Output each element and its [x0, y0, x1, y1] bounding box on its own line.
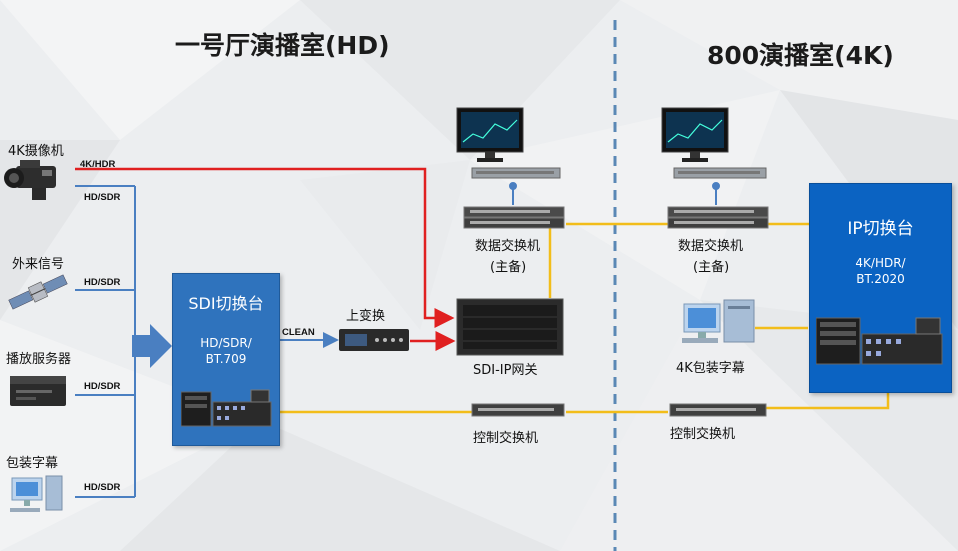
signal-hd-sdr-2: HD/SDR [84, 277, 121, 288]
left-data-switch-label-2: (主备) [490, 260, 527, 275]
signal-hd-sdr-3: HD/SDR [84, 381, 121, 392]
sdi-switcher-format-2: BT.709 [205, 352, 247, 366]
signal-clean: CLEAN [282, 327, 315, 338]
graphics-4k-label: 4K包装字幕 [676, 361, 745, 376]
ip-switcher-title: IP切换台 [847, 219, 914, 239]
sdi-ip-gateway-label: SDI-IP网关 [473, 363, 538, 378]
sdi-switcher-hardware-icon [181, 389, 272, 427]
left-studio-title: 一号厅演播室(HD) [175, 31, 390, 60]
satellite-icon [8, 274, 68, 310]
right-data-switch-label-1: 数据交换机 [678, 239, 744, 254]
right-studio-title: 800演播室(4K) [707, 41, 894, 70]
camera-label: 4K摄像机 [8, 144, 64, 159]
ip-switcher-format-1: 4K/HDR/ [855, 256, 906, 270]
ip-switcher-box: IP切换台 4K/HDR/ BT.2020 [809, 183, 952, 393]
left-data-switch-icon [463, 206, 565, 229]
upconverter-icon [339, 329, 409, 351]
signal-4k-hdr: 4K/HDR [80, 159, 116, 170]
camera-icon [4, 160, 56, 200]
graphics-workstation-icon [10, 475, 63, 512]
sdi-switcher-title: SDI切换台 [188, 294, 264, 313]
playout-server-label: 播放服务器 [6, 352, 72, 367]
sdi-switcher-format-1: HD/SDR/ [200, 336, 252, 350]
left-data-switch-label-1: 数据交换机 [475, 239, 541, 254]
external-signal-label: 外来信号 [12, 257, 65, 272]
right-kvm-icon [673, 167, 767, 179]
server-icon [10, 376, 66, 406]
left-control-switch-label: 控制交换机 [473, 431, 539, 446]
right-control-switch-label: 控制交换机 [670, 427, 736, 442]
ip-switcher-hardware-icon [816, 317, 943, 365]
graphics-label: 包装字幕 [6, 456, 59, 471]
ip-switcher-format-2: BT.2020 [856, 272, 905, 286]
right-monitor-icon [661, 107, 729, 162]
right-data-switch-icon [667, 206, 769, 229]
input-arrow [132, 324, 172, 368]
signal-hd-sdr-1: HD/SDR [84, 192, 121, 203]
left-monitor-icon [456, 107, 524, 162]
left-kvm-icon [471, 167, 561, 179]
right-data-switch-label-2: (主备) [693, 260, 730, 275]
graphics-4k-workstation-icon [682, 299, 755, 343]
signal-hd-sdr-4: HD/SDR [84, 482, 121, 493]
right-control-switch-icon [669, 403, 767, 417]
sdi-switcher-box: SDI切换台 HD/SDR/ BT.709 [172, 273, 280, 446]
source-bus [75, 185, 136, 498]
sdi-ip-gateway-icon [456, 298, 564, 356]
left-control-switch-icon [471, 403, 565, 417]
upconvert-label: 上变换 [346, 309, 386, 324]
